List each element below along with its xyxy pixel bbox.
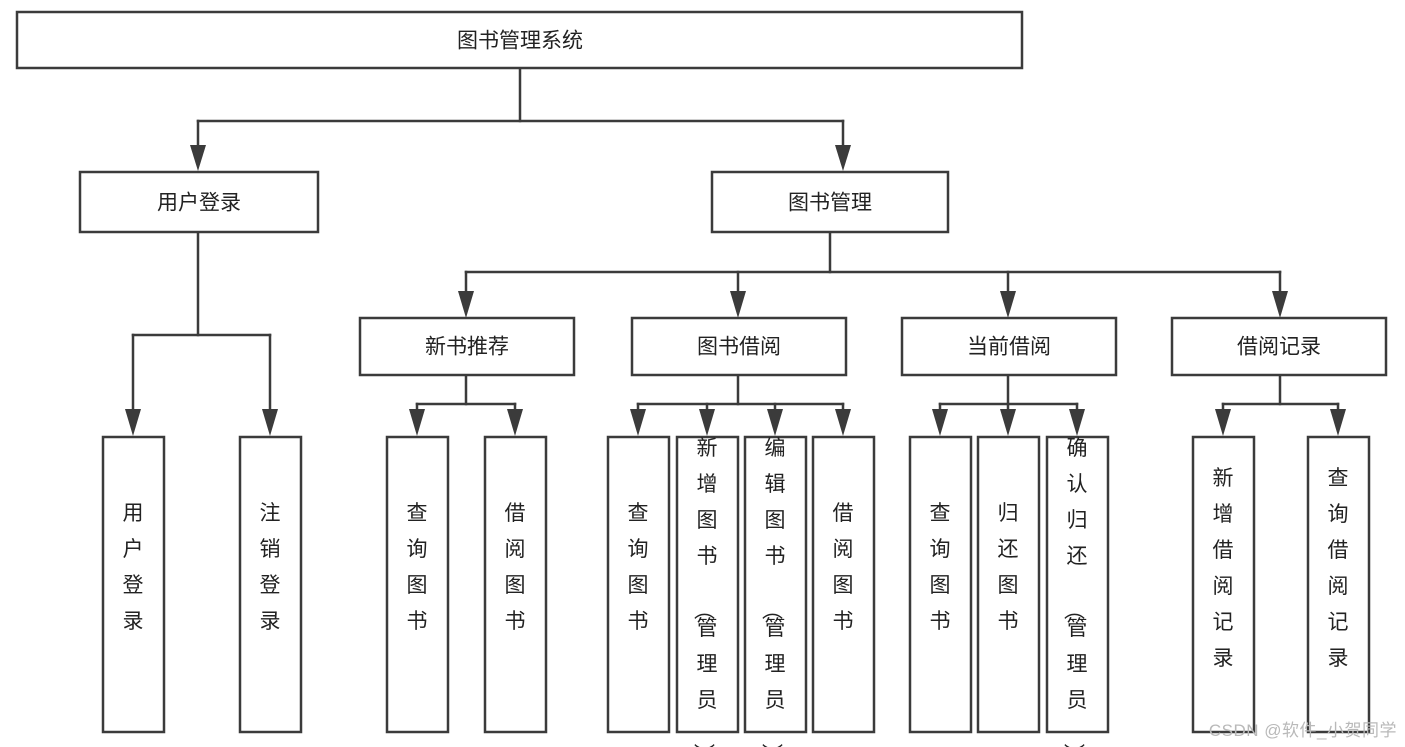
node-user-login-box[interactable] bbox=[78, 170, 320, 234]
node-leaf-borrow-book-2-box[interactable] bbox=[811, 435, 876, 734]
edge-group-book-borrow-to-leaves bbox=[630, 373, 851, 436]
arrow-to-leaf-user-login bbox=[125, 409, 141, 436]
node-leaf-query-record-box[interactable] bbox=[1306, 435, 1371, 734]
node-leaf-edit-book-box[interactable] bbox=[743, 435, 808, 734]
arrow-root-to-book-manage bbox=[835, 145, 851, 171]
node-leaf-confirm-return-box[interactable] bbox=[1045, 435, 1110, 734]
node-book-manage-label: 图书管理 bbox=[788, 192, 872, 215]
arrow-to-leaf-borrow-book-1 bbox=[507, 409, 523, 436]
node-new-book-rec-box[interactable] bbox=[358, 316, 576, 377]
node-root[interactable]: 图书管理系统 bbox=[15, 10, 1024, 70]
node-book-manage[interactable]: 图书管理 bbox=[710, 170, 950, 234]
arrow-to-leaf-return-book bbox=[1000, 409, 1016, 436]
node-leaf-query-book-1-box[interactable] bbox=[385, 435, 450, 734]
node-leaf-user-login-label: 用户登录 bbox=[123, 502, 144, 633]
node-leaf-add-book[interactable]: 新增图书（管理员） bbox=[675, 435, 740, 747]
node-leaf-query-book-3[interactable]: 查询图书 bbox=[908, 435, 973, 734]
node-leaf-borrow-book-1[interactable]: 借阅图书 bbox=[483, 435, 548, 734]
node-borrow-record-label: 借阅记录 bbox=[1237, 336, 1321, 359]
arrow-to-leaf-add-record bbox=[1215, 409, 1231, 436]
node-current-borrow[interactable]: 当前借阅 bbox=[900, 316, 1118, 377]
node-leaf-query-record[interactable]: 查询借阅记录 bbox=[1306, 435, 1371, 734]
arrow-to-leaf-query-record bbox=[1330, 409, 1346, 436]
node-leaf-query-book-3-box[interactable] bbox=[908, 435, 973, 734]
node-leaf-add-book-box[interactable] bbox=[675, 435, 740, 734]
node-book-borrow-label: 图书借阅 bbox=[697, 336, 781, 359]
node-root-box[interactable] bbox=[15, 10, 1024, 70]
node-leaf-query-book-2-box[interactable] bbox=[606, 435, 671, 734]
node-leaf-return-book-label: 归还图书 bbox=[998, 502, 1019, 633]
node-book-borrow-box[interactable] bbox=[630, 316, 848, 377]
node-leaf-user-login-box[interactable] bbox=[101, 435, 166, 734]
node-leaf-add-record[interactable]: 新增借阅记录 bbox=[1191, 435, 1256, 734]
arrow-to-leaf-query-book-2 bbox=[630, 409, 646, 436]
node-new-book-rec-label: 新书推荐 bbox=[425, 336, 509, 359]
arrow-to-current-borrow bbox=[1000, 291, 1016, 318]
node-leaf-logout-box[interactable] bbox=[238, 435, 303, 734]
arrow-to-leaf-borrow-book-2 bbox=[835, 409, 851, 436]
node-leaf-borrow-book-1-box[interactable] bbox=[483, 435, 548, 734]
node-current-borrow-label: 当前借阅 bbox=[967, 336, 1051, 359]
arrow-to-leaf-query-book-1 bbox=[409, 409, 425, 436]
arrow-to-leaf-query-book-3 bbox=[932, 409, 948, 436]
arrow-to-leaf-logout bbox=[262, 409, 278, 436]
node-leaf-user-login[interactable]: 用户登录 bbox=[101, 435, 166, 734]
arrow-root-to-user-login bbox=[190, 145, 206, 171]
edge-group-book-manage-to-level2 bbox=[458, 230, 1288, 318]
node-leaf-add-book-label: 新增图书（管理员） bbox=[692, 437, 718, 747]
node-leaf-borrow-book-2[interactable]: 借阅图书 bbox=[811, 435, 876, 734]
node-new-book-rec[interactable]: 新书推荐 bbox=[358, 316, 576, 377]
node-leaf-query-book-2[interactable]: 查询图书 bbox=[606, 435, 671, 734]
arrow-to-leaf-edit-book bbox=[767, 409, 783, 436]
edge-group-current-borrow-to-leaves bbox=[932, 373, 1085, 436]
node-leaf-query-book-1[interactable]: 查询图书 bbox=[385, 435, 450, 734]
node-user-login-label: 用户登录 bbox=[157, 192, 241, 215]
node-leaf-logout[interactable]: 注销登录 bbox=[238, 435, 303, 734]
node-leaf-logout-label: 注销登录 bbox=[260, 502, 281, 633]
node-leaf-query-book-2-label: 查询图书 bbox=[628, 502, 649, 633]
node-leaf-confirm-return-label: 确认归还（管理员） bbox=[1062, 437, 1088, 747]
node-leaf-add-record-label: 新增借阅记录 bbox=[1213, 467, 1234, 670]
node-leaf-query-book-1-label: 查询图书 bbox=[407, 502, 428, 633]
arrow-to-book-borrow bbox=[730, 291, 746, 318]
node-borrow-record[interactable]: 借阅记录 bbox=[1170, 316, 1388, 377]
edge-group-root-to-level1 bbox=[190, 66, 851, 171]
node-leaf-query-record-label: 查询借阅记录 bbox=[1328, 467, 1349, 670]
arrow-to-leaf-add-book bbox=[699, 409, 715, 436]
node-leaf-borrow-book-1-label: 借阅图书 bbox=[505, 502, 526, 633]
node-borrow-record-box[interactable] bbox=[1170, 316, 1388, 377]
node-leaf-borrow-book-2-label: 借阅图书 bbox=[833, 502, 854, 633]
edge-group-user-login-to-leaves bbox=[125, 230, 278, 436]
node-leaf-query-book-3-label: 查询图书 bbox=[930, 502, 951, 633]
node-leaf-confirm-return[interactable]: 确认归还（管理员） bbox=[1045, 435, 1110, 747]
node-root-label: 图书管理系统 bbox=[457, 30, 583, 53]
node-current-borrow-box[interactable] bbox=[900, 316, 1118, 377]
node-user-login[interactable]: 用户登录 bbox=[78, 170, 320, 234]
arrow-to-borrow-record bbox=[1272, 291, 1288, 318]
csdn-watermark: CSDN @软件_小贺同学 bbox=[1208, 721, 1397, 740]
node-leaf-edit-book[interactable]: 编辑图书（管理员） bbox=[743, 435, 808, 747]
arrow-to-leaf-confirm-return bbox=[1069, 409, 1085, 436]
node-book-manage-box[interactable] bbox=[710, 170, 950, 234]
node-leaf-return-book[interactable]: 归还图书 bbox=[976, 435, 1041, 734]
node-book-borrow[interactable]: 图书借阅 bbox=[630, 316, 848, 377]
arrow-to-new-book-rec bbox=[458, 291, 474, 318]
node-leaf-edit-book-label: 编辑图书（管理员） bbox=[760, 437, 786, 747]
node-leaf-return-book-box[interactable] bbox=[976, 435, 1041, 734]
edge-group-new-book-rec-to-leaves bbox=[409, 373, 523, 436]
edge-group-borrow-record-to-leaves bbox=[1215, 373, 1346, 436]
node-leaf-add-record-box[interactable] bbox=[1191, 435, 1256, 734]
